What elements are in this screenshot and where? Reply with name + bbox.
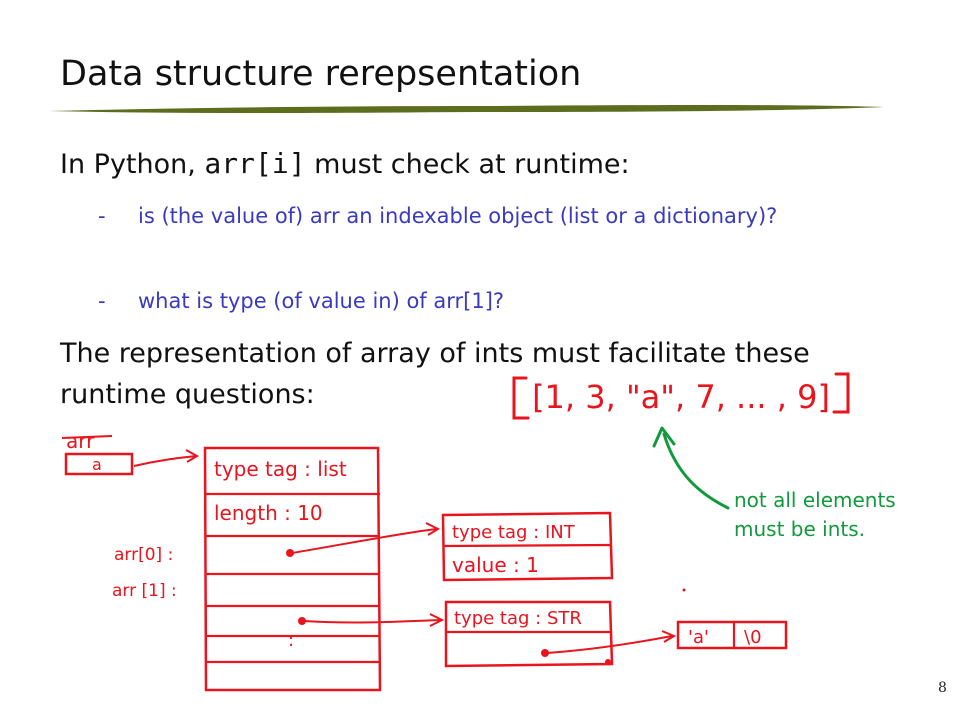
index-1-label: arr [1] : [112, 581, 177, 601]
intro-code: arr[i] [204, 147, 306, 180]
page-number: 8 [938, 680, 947, 696]
slide-title: Data structure rerepsentation [60, 54, 582, 94]
char-a: 'a' [688, 627, 709, 648]
arr-variable: arr a [61, 429, 200, 476]
intro-prefix: In Python, [60, 149, 205, 180]
arr-cell [64, 452, 134, 476]
bullet-dash: - [98, 289, 106, 313]
arr-label: arr [66, 429, 95, 453]
arr-cell-value: a [92, 455, 102, 474]
char-array: 'a' \0 [676, 620, 788, 650]
note-line-2: must be ints. [734, 517, 865, 541]
int-type-tag: type tag : INT [452, 522, 576, 543]
index-0-label: arr[0] : [114, 545, 173, 565]
bullet-item: - what is type (of value in) of arr[1]? [98, 284, 818, 318]
note-arrow-head [652, 426, 676, 448]
body-paragraph: The representation of array of ints must… [60, 338, 810, 410]
int-value: value : 1 [452, 553, 539, 577]
intro-line: In Python, arr[i] must check at runtime: [60, 146, 630, 183]
bullet-dash: - [98, 204, 106, 228]
arr-pointer-arrow [185, 449, 200, 463]
str-type-tag: type tag : STR [454, 608, 582, 629]
element-pointers [291, 522, 445, 627]
char-terminator: \0 [744, 627, 762, 648]
bullet-text: what is type (of value in) of arr[1]? [138, 289, 505, 313]
title-underline [48, 105, 884, 113]
list-length: length : 10 [214, 501, 323, 525]
list-ellipsis: : [288, 630, 294, 651]
list-type-tag: type tag : list [214, 457, 347, 481]
array-literal-text: [1, 3, "a", 7, ... , 9] [532, 378, 830, 416]
bullet-text: is (the value of) arr an indexable objec… [138, 204, 778, 228]
intro-suffix: must check at runtime: [305, 149, 630, 180]
note-annotation: not all elements must be ints. [652, 426, 896, 541]
list-object: type tag : list length : 10 arr[0] : arr… [112, 446, 382, 692]
array-literal-sketch: [1, 3, "a", 7, ... , 9] [512, 372, 850, 420]
int-object: type tag : INT value : 1 [441, 511, 614, 582]
str-object: type tag : STR [444, 600, 677, 668]
note-line-1: not all elements [734, 488, 896, 512]
bullet-item: - is (the value of) arr an indexable obj… [98, 199, 818, 233]
